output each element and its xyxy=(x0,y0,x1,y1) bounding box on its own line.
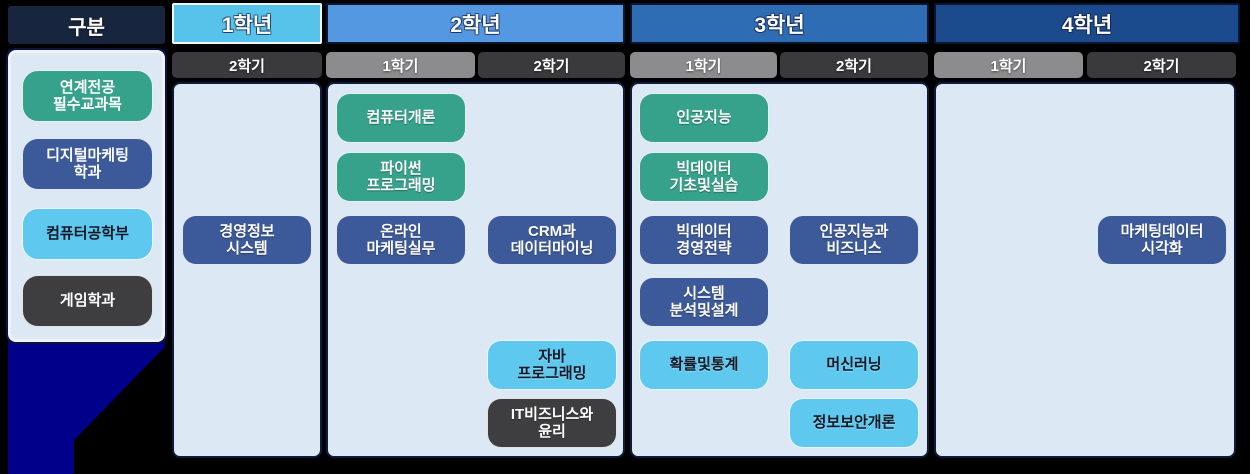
year-header-3: 3학년 xyxy=(630,3,929,44)
course-box: 정보보안개론 xyxy=(789,398,919,448)
category-column-header-label: 구분 xyxy=(68,16,105,39)
semester-tab-year2-1학기: 1학기 xyxy=(326,52,475,78)
year-panel-1 xyxy=(172,82,322,458)
year-header-4: 4학년 xyxy=(934,3,1240,44)
year-panel-4 xyxy=(934,82,1236,458)
course-box: 확률및통계 xyxy=(639,340,769,390)
course-box: 온라인 마케팅실무 xyxy=(336,215,466,265)
legend-item-digital_marketing: 디지털마케팅 학과 xyxy=(22,138,153,190)
course-box: CRM과 데이터마이닝 xyxy=(487,215,617,265)
category-column-header: 구분 xyxy=(8,6,165,44)
semester-tab-year3-2학기: 2학기 xyxy=(780,52,928,78)
course-box: 마케팅데이터 시각화 xyxy=(1097,215,1227,265)
year-panel-2 xyxy=(326,82,625,458)
course-box: 빅데이터 경영전략 xyxy=(639,215,769,265)
legend-item-computer_eng: 컴퓨터공학부 xyxy=(22,208,153,260)
year-header-1: 1학년 xyxy=(172,3,322,44)
semester-tab-year3-1학기: 1학기 xyxy=(630,52,777,78)
semester-tab-year4-1학기: 1학기 xyxy=(934,52,1083,78)
semester-tab-year1-2학기: 2학기 xyxy=(172,52,322,78)
course-box: 인공지능 xyxy=(639,93,769,143)
course-box: 빅데이터 기초및실습 xyxy=(639,152,769,202)
course-box: 파이썬 프로그래밍 xyxy=(336,152,466,202)
course-box: 인공지능과 비즈니스 xyxy=(789,215,919,265)
legend-item-game: 게임학과 xyxy=(22,275,153,327)
course-box: 시스템 분석및설계 xyxy=(639,277,769,327)
course-box: 경영정보 시스템 xyxy=(182,215,312,265)
semester-tab-year4-2학기: 2학기 xyxy=(1087,52,1236,78)
year-panel-3 xyxy=(630,82,929,458)
legend-item-linked_required: 연계전공 필수교과목 xyxy=(22,70,153,122)
course-box: IT비즈니스와 윤리 xyxy=(487,398,617,448)
year-header-2: 2학년 xyxy=(326,3,625,44)
course-box: 자바 프로그래밍 xyxy=(487,340,617,390)
course-box: 머신러닝 xyxy=(789,340,919,390)
semester-tab-year2-2학기: 2학기 xyxy=(478,52,625,78)
course-box: 컴퓨터개론 xyxy=(336,93,466,143)
